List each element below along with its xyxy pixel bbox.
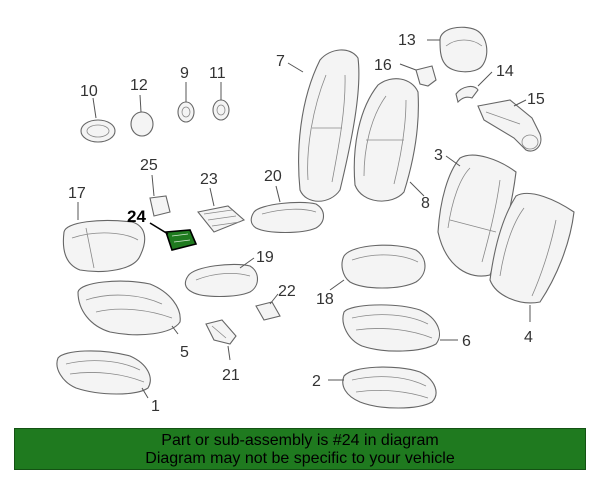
part-1 bbox=[56, 350, 151, 399]
label-18: 18 bbox=[316, 291, 334, 308]
part-15 bbox=[477, 99, 542, 152]
part-19 bbox=[184, 257, 259, 298]
label-10: 10 bbox=[80, 83, 98, 100]
label-17: 17 bbox=[68, 185, 86, 202]
part-6 bbox=[342, 304, 458, 352]
label-3: 3 bbox=[434, 147, 443, 164]
label-7: 7 bbox=[276, 53, 285, 70]
parts-diagram: 10 12 9 11 7 8 13 16 bbox=[56, 26, 575, 415]
label-5: 5 bbox=[180, 344, 189, 361]
part-2 bbox=[328, 366, 437, 409]
part-5 bbox=[77, 280, 181, 336]
label-4: 4 bbox=[524, 329, 533, 346]
part-22 bbox=[255, 293, 281, 321]
notice-banner: Part or sub-assembly is #24 in diagram D… bbox=[14, 428, 586, 470]
part-13 bbox=[427, 26, 488, 73]
part-4 bbox=[489, 192, 575, 322]
label-23: 23 bbox=[200, 171, 218, 188]
label-11: 11 bbox=[209, 65, 226, 82]
notice-line-disclaimer: Diagram may not be specific to your vehi… bbox=[145, 450, 455, 467]
part-16 bbox=[399, 63, 437, 87]
label-21: 21 bbox=[222, 367, 240, 384]
label-13: 13 bbox=[398, 32, 416, 49]
part-25 bbox=[149, 174, 171, 217]
label-16: 16 bbox=[374, 57, 392, 74]
label-14: 14 bbox=[496, 63, 514, 80]
part-11 bbox=[212, 82, 230, 121]
notice-line-part: Part or sub-assembly is #24 in diagram bbox=[161, 432, 439, 449]
label-12: 12 bbox=[130, 77, 148, 94]
part-14 bbox=[455, 71, 493, 104]
label-24: 24 bbox=[127, 207, 146, 226]
part-12 bbox=[130, 94, 154, 137]
part-23 bbox=[197, 187, 246, 233]
part-20 bbox=[250, 185, 325, 234]
part-21 bbox=[205, 319, 237, 361]
label-25: 25 bbox=[140, 157, 158, 174]
part-17 bbox=[62, 202, 146, 273]
label-9: 9 bbox=[180, 65, 189, 82]
label-6: 6 bbox=[462, 333, 471, 350]
label-19: 19 bbox=[256, 249, 274, 266]
part-24 bbox=[149, 222, 198, 251]
part-8 bbox=[353, 78, 425, 202]
label-15: 15 bbox=[527, 91, 545, 108]
part-18 bbox=[329, 244, 426, 291]
label-20: 20 bbox=[264, 168, 282, 185]
part-10 bbox=[80, 97, 116, 143]
part-9 bbox=[177, 82, 195, 123]
label-22: 22 bbox=[278, 283, 296, 300]
label-1: 1 bbox=[151, 398, 160, 415]
part-7 bbox=[287, 49, 360, 202]
label-8: 8 bbox=[421, 195, 430, 212]
label-2: 2 bbox=[312, 373, 321, 390]
